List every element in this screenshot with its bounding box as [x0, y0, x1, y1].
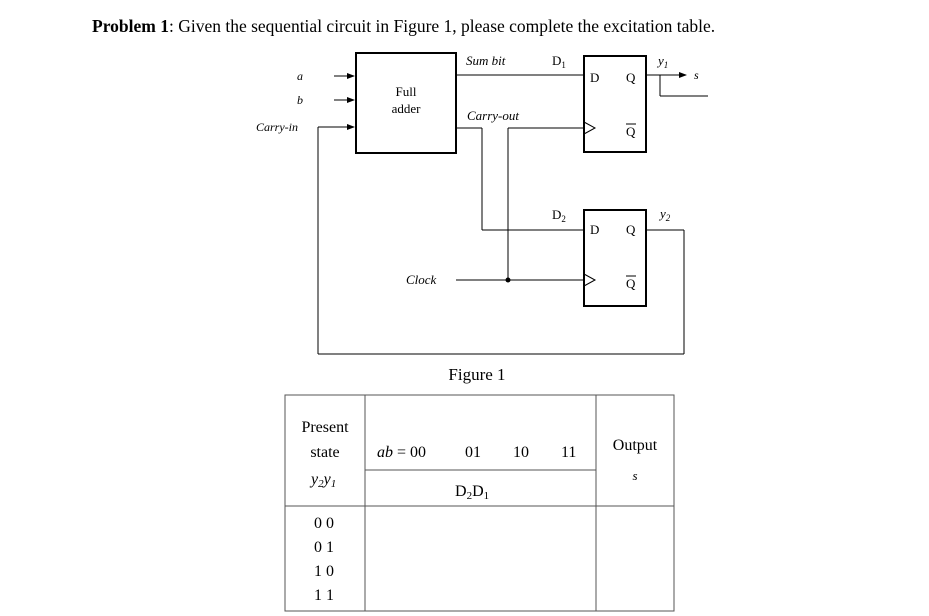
input-a-label: a [297, 69, 303, 83]
full-adder-line1: Full [396, 84, 417, 99]
output-header: Output [613, 437, 658, 454]
ab-00-header: ab = 00 [377, 444, 426, 461]
next-state-header: D2D1 [455, 483, 489, 502]
problem-text: : Given the sequential circuit in Figure… [168, 16, 716, 36]
flip-flop-1 [583, 55, 647, 153]
output-var-header: s [632, 468, 637, 483]
ff2-clock-triangle [583, 273, 597, 287]
carry-out-label: Carry-out [467, 108, 519, 123]
state-row-00: 0 0 [314, 515, 334, 532]
d2-label: D2 [552, 207, 566, 224]
ff1-d-pin: D [590, 70, 599, 85]
input-carry-in-label: Carry-in [256, 120, 298, 134]
output-s-label: s [694, 68, 699, 82]
problem-statement: Problem 1: Given the sequential circuit … [92, 16, 715, 37]
problem-label: Problem 1 [92, 16, 169, 36]
state-row-11: 1 1 [314, 587, 334, 604]
y1-label: y1 [656, 53, 668, 70]
y2-label: y2 [658, 206, 671, 223]
excitation-table: Present state y2y1 ab = 00 01 10 11 D2D1… [284, 394, 675, 612]
present-state-header-1: Present [301, 419, 349, 436]
d1-label: D1 [552, 53, 566, 70]
clock-junction-dot [505, 277, 511, 283]
ff1-qbar-pin: Q [626, 124, 636, 139]
state-row-10: 1 0 [314, 563, 334, 580]
ff1-clock-triangle [583, 121, 597, 135]
present-state-header-2: state [310, 444, 339, 461]
state-row-01: 0 1 [314, 539, 334, 556]
flip-flop-2 [583, 209, 647, 307]
clock-label: Clock [406, 272, 437, 287]
input-b-label: b [297, 93, 303, 107]
ab-10-header: 10 [513, 444, 529, 461]
ff1-q-pin: Q [626, 70, 636, 85]
ff2-qbar-pin: Q [626, 276, 636, 291]
ab-11-header: 11 [561, 444, 576, 461]
ff2-q-pin: Q [626, 222, 636, 237]
sum-bit-label: Sum bit [466, 53, 506, 68]
state-vars-header: y2y1 [309, 471, 336, 490]
full-adder-line2: adder [392, 101, 422, 116]
ff2-d-pin: D [590, 222, 599, 237]
full-adder-block [355, 52, 457, 154]
figure-caption: Figure 1 [448, 365, 505, 384]
ab-01-header: 01 [465, 444, 481, 461]
